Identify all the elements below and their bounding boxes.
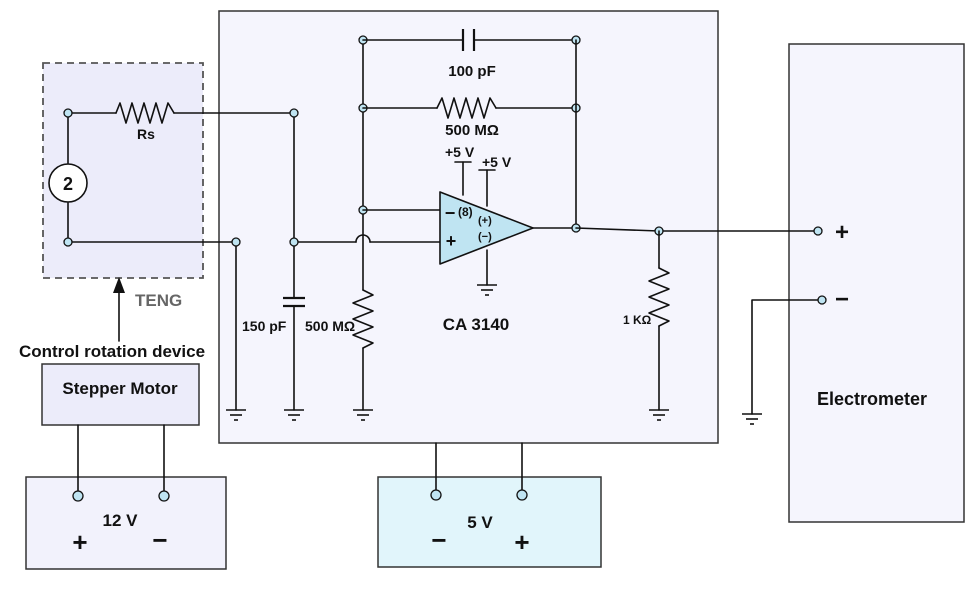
elec-plus-label: +	[835, 219, 849, 246]
source-number: 2	[63, 174, 73, 194]
opamp-inv-label: −	[445, 203, 456, 223]
cap-feedback-label: 100 pF	[448, 63, 496, 80]
res-500m-feedback	[436, 97, 497, 119]
opamp-noninv-label: +	[446, 231, 457, 251]
ground-opamp	[477, 284, 497, 296]
ic-label: CA 3140	[443, 315, 509, 334]
opamp-ca3140	[439, 161, 581, 286]
supply-top-label: +5 V	[445, 144, 475, 160]
supply12-minus: −	[152, 525, 167, 555]
opamp-pin-minus-label: (−)	[478, 231, 492, 243]
stepper-label: Stepper Motor	[62, 379, 178, 398]
opamp-triangle	[439, 191, 534, 265]
rs-label: Rs	[137, 126, 155, 142]
opamp-pin-plus-label: (+)	[478, 215, 492, 227]
teng-source-symbol	[48, 163, 88, 203]
ground-teng	[226, 409, 246, 421]
feedback-network	[362, 29, 581, 229]
control-arrow-head	[113, 277, 125, 293]
elec-minus-label: −	[835, 286, 849, 313]
res-1k-load	[648, 267, 670, 327]
supply12-plus: +	[72, 527, 87, 557]
opamp-pin8-label: (8)	[458, 205, 473, 219]
electrometer-label: Electrometer	[817, 389, 927, 409]
rs-resistor	[115, 102, 175, 124]
supply5-label: 5 V	[467, 513, 493, 532]
ground-res-1k	[649, 409, 669, 421]
supply-5v-box	[377, 476, 602, 568]
stepper-motor-box	[41, 363, 200, 426]
res-feedback-label: 500 MΩ	[445, 122, 499, 139]
teng-circuit	[48, 102, 299, 411]
res-input-label: 500 MΩ	[305, 318, 355, 334]
output-network	[575, 226, 827, 415]
supply-top2-label: +5 V	[482, 154, 512, 170]
control-label: Control rotation device	[19, 342, 205, 361]
supply5-plus: +	[514, 527, 529, 557]
ground-electrometer	[742, 413, 762, 425]
supply-12v-box	[25, 476, 227, 570]
supply5-minus: −	[431, 525, 446, 555]
ground-cap-150pf	[284, 409, 304, 421]
res-500m-input	[352, 289, 374, 349]
res-load-label: 1 KΩ	[623, 313, 652, 327]
cap-input-label: 150 pF	[242, 318, 287, 334]
teng-label: TENG	[135, 291, 182, 310]
electrometer-box	[788, 43, 965, 523]
supply12-label: 12 V	[103, 511, 139, 530]
ground-res-500m	[353, 409, 373, 421]
